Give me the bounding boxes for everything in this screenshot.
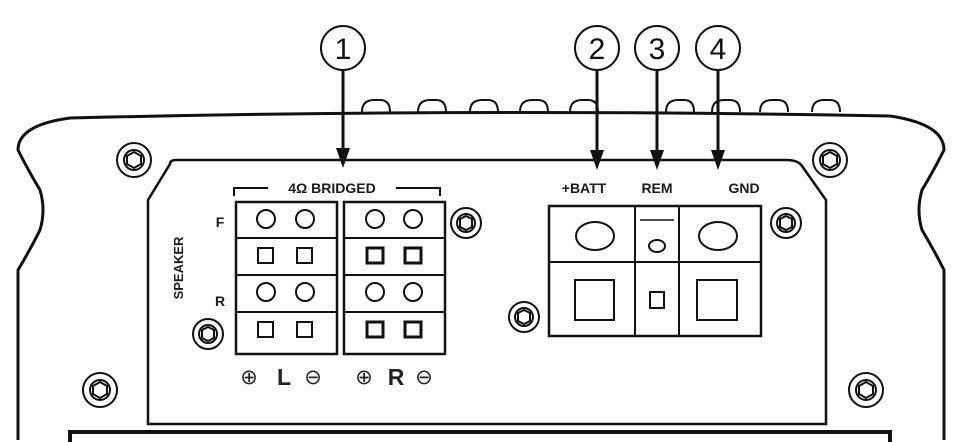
screw-icon: [192, 318, 224, 350]
left-channel-label: L: [277, 364, 291, 390]
fin: [569, 99, 599, 113]
front-label: F: [216, 214, 225, 230]
callout-2: 2: [574, 25, 620, 170]
speaker-terminal-block: [234, 200, 447, 356]
fin: [811, 99, 841, 113]
fin: [711, 99, 741, 113]
gnd-wire-slot: [696, 279, 738, 321]
speaker-label: SPEAKER: [171, 236, 186, 299]
bridged-label: 4Ω BRIDGED: [288, 180, 375, 196]
right-plus-icon: ⊕: [355, 365, 373, 389]
batt-wire-slot: [574, 279, 615, 321]
screw-icon: [508, 301, 540, 333]
fin: [417, 99, 447, 113]
fin: [361, 99, 391, 113]
screw-icon: [450, 207, 482, 239]
right-minus-icon: ⊖: [415, 365, 433, 389]
terminal-screw-holes: [256, 209, 423, 302]
screw-icon: [82, 372, 118, 408]
left-plus-icon: ⊕: [240, 365, 258, 389]
rem-screw: [648, 239, 666, 253]
left-minus-icon: ⊖: [304, 365, 322, 389]
screw-icon: [770, 207, 802, 239]
callout-3: 3: [634, 25, 680, 170]
chassis-bottom-edge: [68, 430, 892, 442]
callout-4: 4: [695, 25, 741, 170]
screw-icon: [812, 142, 848, 178]
chassis-screws: [82, 142, 884, 408]
rem-wire-slot: [649, 291, 665, 309]
screw-icon: [848, 372, 884, 408]
callout-number: 2: [589, 33, 606, 66]
batt-screw: [575, 221, 615, 251]
rear-label: R: [215, 293, 225, 309]
fin: [519, 99, 549, 113]
batt-label: +BATT: [562, 180, 607, 196]
fin: [469, 99, 499, 113]
callout-number: 1: [335, 33, 352, 66]
terminal-wire-slots: [257, 246, 423, 339]
rem-label: REM: [641, 180, 672, 196]
power-terminal-block: [547, 204, 763, 338]
callout-number: 3: [649, 33, 666, 66]
callout-number: 4: [710, 33, 727, 66]
fin: [665, 99, 695, 113]
screw-icon: [116, 142, 152, 178]
gnd-screw: [698, 221, 738, 251]
callout-1: 1: [320, 25, 366, 168]
heatsink-fins: [361, 99, 841, 113]
fin: [759, 99, 789, 113]
right-channel-label: R: [388, 364, 405, 390]
gnd-label: GND: [728, 180, 759, 196]
bridged-bracket: [233, 187, 441, 196]
